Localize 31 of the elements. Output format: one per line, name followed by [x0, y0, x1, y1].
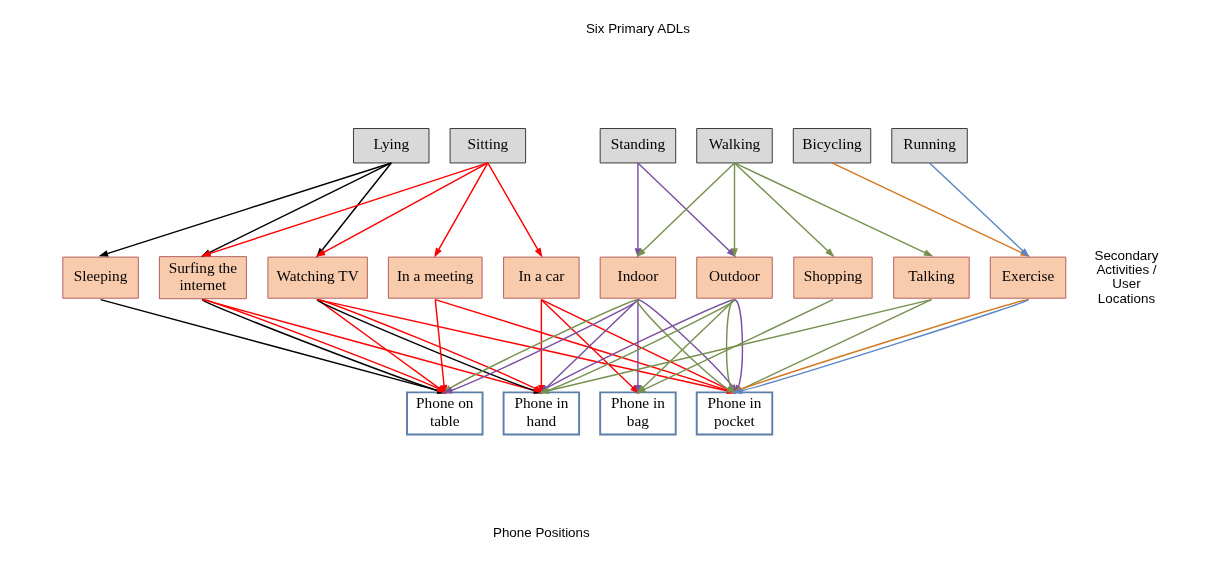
node-box: In a car [502, 256, 580, 299]
node-box: Phone in bag [598, 391, 677, 436]
node-box: Phone in hand [502, 391, 580, 436]
node-box: Lying [352, 128, 429, 164]
arrow [434, 298, 447, 395]
arrow [730, 162, 738, 258]
node-box: Watching TV [266, 256, 368, 299]
node-box: Indoor [599, 256, 676, 299]
node-box: Walking [695, 128, 773, 164]
node-box: Exercise [989, 256, 1066, 299]
arrow [486, 162, 542, 258]
arrow [99, 298, 447, 394]
label: Secondary Activities / User Locations [1094, 247, 1158, 306]
node-box: Sitting [449, 128, 526, 164]
node-box: Standing [599, 128, 676, 164]
label: Six Primary ADLs [585, 20, 690, 36]
node-box: Outdoor [695, 256, 773, 299]
node-box: Bicycling [792, 128, 871, 164]
node-box: Running [890, 128, 968, 164]
node-box: Phone on table [405, 391, 483, 436]
arrow [733, 162, 933, 257]
arrow [433, 162, 489, 258]
node-box: Shopping [792, 256, 873, 299]
node-box: Talking [892, 256, 970, 299]
node-box: In a meeting [387, 256, 483, 299]
arrow [201, 298, 447, 394]
node-box: Phone in pocket [695, 391, 773, 436]
node-box: Sleeping [61, 256, 139, 299]
node-box: Surfing the internet [158, 256, 247, 300]
label: Phone Positions [492, 525, 590, 541]
arrow [733, 162, 835, 258]
